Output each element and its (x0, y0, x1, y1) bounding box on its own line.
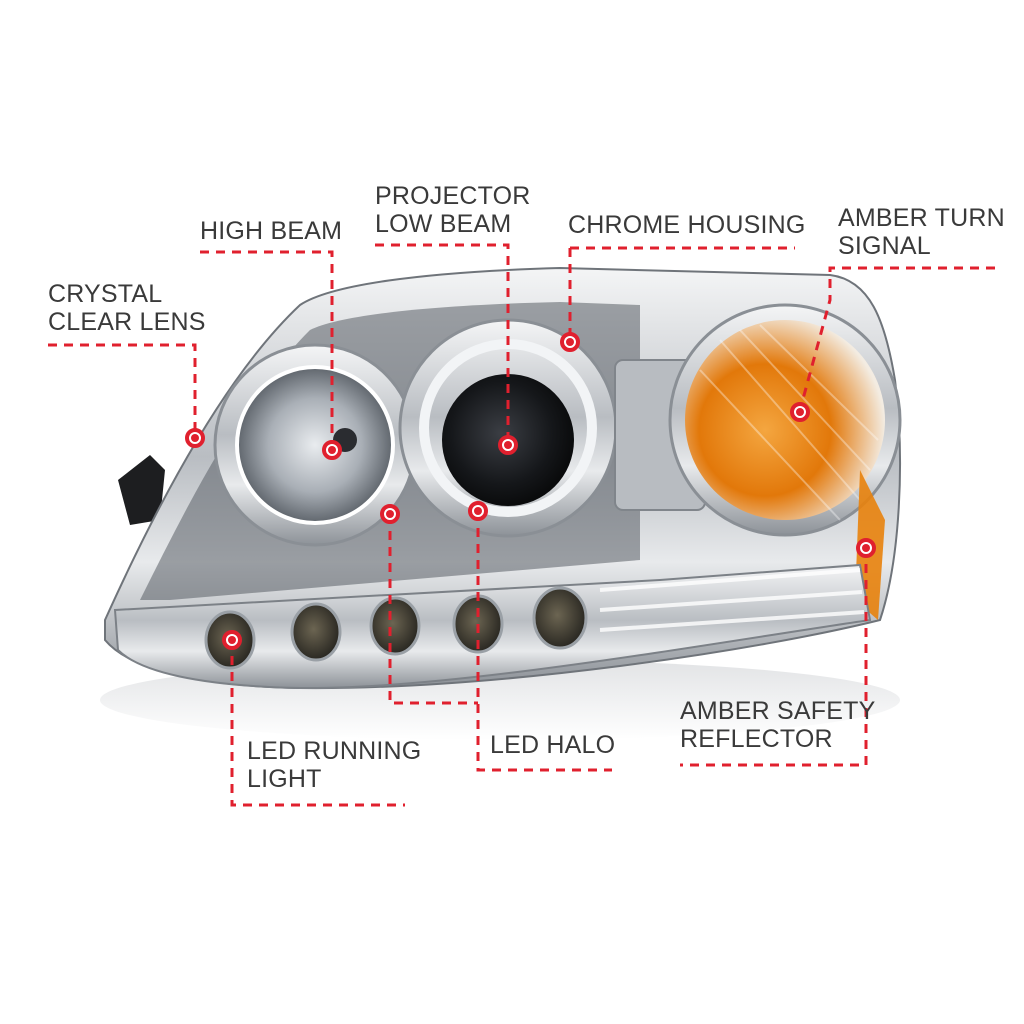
label-projector-low-beam-line1: PROJECTOR (375, 182, 531, 210)
callout-line-led-halo-a (388, 515, 478, 705)
label-projector-low-beam: PROJECTOR LOW BEAM (375, 182, 531, 238)
label-crystal-clear-lens-line1: CRYSTAL (48, 280, 163, 308)
dot-projector-low-beam (498, 435, 518, 455)
callout-line-crystal-clear-lens (48, 343, 197, 438)
label-chrome-housing-line1: CHROME HOUSING (568, 211, 806, 239)
label-led-running-light-line1: LED RUNNING (247, 737, 422, 765)
label-high-beam-line1: HIGH BEAM (200, 217, 343, 245)
led-cluster (204, 586, 588, 670)
dot-amber-turn-signal (790, 402, 810, 422)
turn-signal-facets (699, 324, 879, 521)
label-led-halo: LED HALO (490, 731, 615, 759)
dot-crystal-clear-lens (185, 428, 205, 448)
label-amber-safety-reflector-line2: REFLECTOR (680, 725, 833, 753)
label-crystal-clear-lens: CRYSTAL CLEAR LENS (48, 280, 206, 336)
rear-connector (118, 455, 165, 525)
turn-signal-lens (685, 320, 885, 520)
dot-led-halo-b (468, 501, 488, 521)
dot-led-halo-a (380, 504, 400, 524)
label-led-running-light-line2: LIGHT (247, 765, 322, 793)
led-strip-grooves (599, 568, 865, 632)
label-led-halo-line1: LED HALO (490, 731, 616, 759)
callout-line-led-running-light (230, 640, 405, 807)
callout-line-amber-turn-signal (798, 266, 995, 411)
callout-line-high-beam (200, 250, 334, 450)
callout-line-led-halo-b (476, 512, 612, 772)
label-projector-low-beam-line2: LOW BEAM (375, 210, 512, 238)
label-amber-turn-signal-line2: SIGNAL (838, 232, 931, 260)
label-high-beam: HIGH BEAM (200, 217, 342, 245)
callout-dots (185, 332, 876, 650)
callout-line-projector-low-beam (375, 243, 510, 445)
dot-chrome-housing (560, 332, 580, 352)
dot-high-beam (322, 440, 342, 460)
label-chrome-housing: CHROME HOUSING (568, 211, 806, 239)
label-amber-turn-signal-line1: AMBER TURN (838, 204, 1005, 232)
callout-lines (48, 243, 995, 807)
label-amber-safety-reflector: AMBER SAFETY REFLECTOR (680, 697, 876, 753)
dot-led-running-light (222, 630, 242, 650)
label-crystal-clear-lens-line2: CLEAR LENS (48, 308, 206, 336)
label-amber-safety-reflector-line1: AMBER SAFETY (680, 697, 876, 725)
led-2 (290, 602, 342, 662)
label-led-running-light: LED RUNNING LIGHT (247, 737, 421, 793)
callout-line-amber-safety-reflector (680, 548, 868, 767)
label-amber-turn-signal: AMBER TURN SIGNAL (838, 204, 1005, 260)
high-beam-lens (235, 365, 395, 525)
led-3 (369, 596, 421, 656)
dot-amber-safety-reflector (856, 538, 876, 558)
led-5 (532, 586, 588, 650)
